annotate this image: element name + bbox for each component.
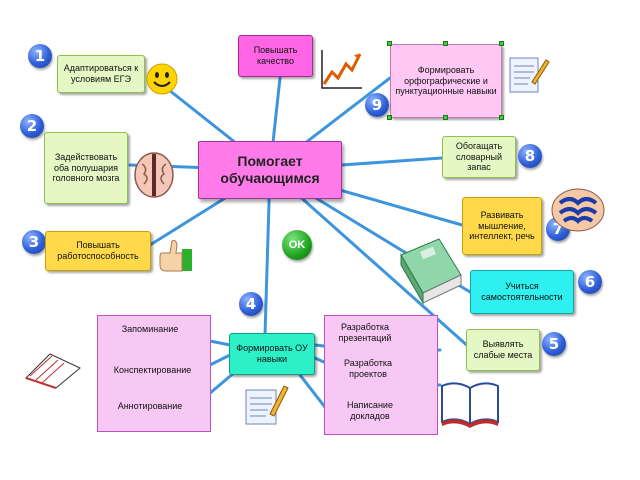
badge-6: 6 (578, 270, 602, 294)
skill-reports: Написание докладов (347, 400, 393, 422)
selection-handle (387, 115, 392, 120)
center-label: Помогает обучающимся (220, 152, 320, 187)
open-book-icon (441, 382, 499, 428)
smiley-icon (146, 63, 178, 95)
node-4: Формировать ОУ навыки (229, 333, 315, 375)
badge-3: 3 (22, 230, 46, 254)
selection-handle (499, 115, 504, 120)
node-3-label: Повышать работоспособность (57, 240, 139, 261)
badge-4: 4 (239, 292, 263, 316)
node-9-label: Формировать орфографические и пунктуацио… (395, 64, 497, 97)
selection-handle (387, 41, 392, 46)
node-quality: Повышать качество (238, 35, 313, 77)
selection-handle (443, 41, 448, 46)
node-5-label: Выявлять слабые места (473, 339, 533, 360)
node-6: Учиться самостоятельности (470, 270, 574, 314)
node-2: Задействовать оба полушария головного мо… (44, 132, 128, 204)
badge-9: 9 (365, 93, 389, 117)
badge-2: 2 (20, 114, 44, 138)
node-1-label: Адаптироваться к условиям ЕГЭ (63, 63, 139, 84)
node-3: Повышать работоспособность (45, 231, 151, 271)
brain-blue-icon (551, 188, 605, 232)
selection-handle (443, 115, 448, 120)
skill-presentations: Разработка презентаций (338, 322, 392, 344)
node-9: Формировать орфографические и пунктуацио… (390, 44, 502, 118)
notebook-icon (25, 353, 81, 389)
badge-5: 5 (542, 332, 566, 356)
node-2-label: Задействовать оба полушария головного мо… (52, 151, 120, 184)
skill-projects: Разработка проектов (344, 358, 392, 380)
left-skills-panel (97, 315, 211, 432)
badge-8: 8 (518, 144, 542, 168)
node-7: Развивать мышление, интеллект, речь (462, 197, 542, 255)
ok-badge: OK (282, 230, 312, 260)
right-skills-panel (324, 315, 438, 435)
node-1: Адаптироваться к условиям ЕГЭ (57, 55, 145, 93)
book-icon (400, 238, 462, 305)
node-4-label: Формировать ОУ навыки (236, 342, 308, 364)
center-node: Помогает обучающимся (198, 141, 342, 199)
skill-note-taking: Конспектирование (113, 365, 192, 375)
node-quality-label: Повышать качество (253, 45, 298, 66)
skill-memorizing: Запоминание (121, 324, 179, 334)
skill-annotating: Аннотирование (117, 401, 183, 411)
growth-chart-icon (321, 50, 362, 89)
node-8: Обогащать словарный запас (442, 136, 516, 178)
node-6-label: Учиться самостоятельности (481, 281, 563, 302)
paper-pencil-icon (245, 385, 289, 425)
thumbs-up-icon (159, 240, 192, 272)
brain-icon (134, 152, 174, 198)
selection-handle (499, 41, 504, 46)
node-5: Выявлять слабые места (466, 329, 540, 371)
badge-1: 1 (28, 44, 52, 68)
document-pencil-icon (509, 57, 550, 93)
node-7-label: Развивать мышление, интеллект, речь (469, 209, 535, 242)
node-8-label: Обогащать словарный запас (455, 140, 503, 173)
